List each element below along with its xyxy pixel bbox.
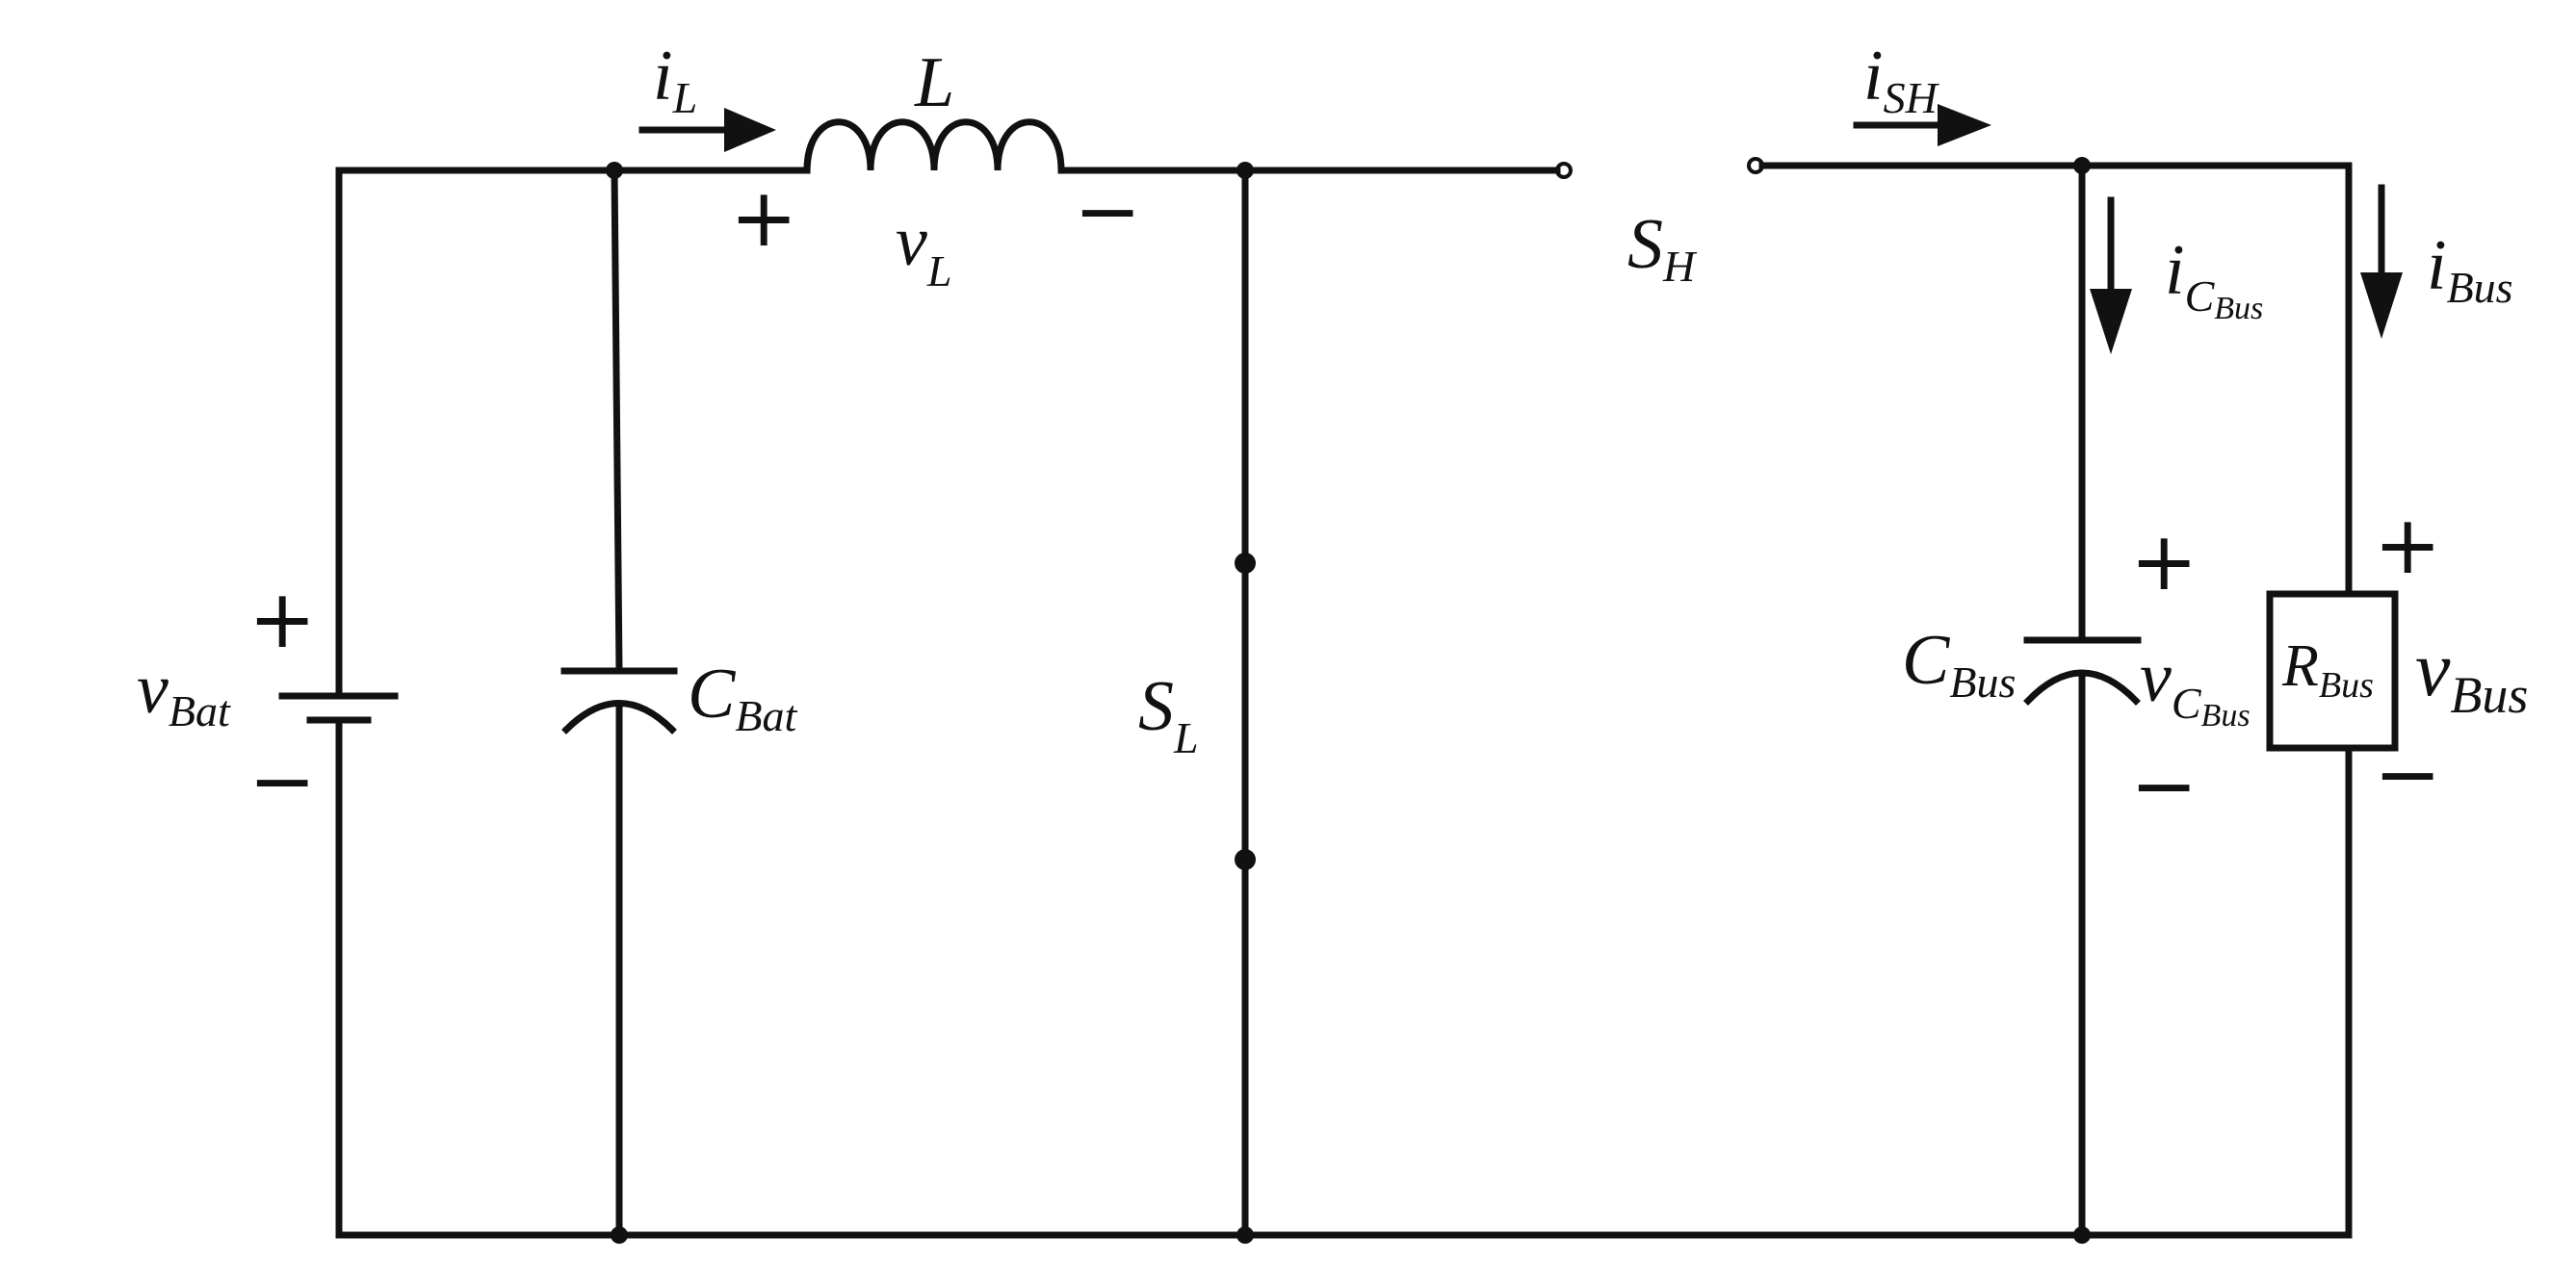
inductor-current-label: iL — [653, 37, 697, 122]
battery-minus-sign: − — [248, 734, 316, 828]
inductor-name-label: L — [914, 43, 954, 122]
low-switch-symbol — [1235, 553, 1256, 870]
current-arrows — [638, 104, 2403, 354]
bus-resistor-symbol — [2266, 590, 2399, 752]
low-switch-label: SL — [1138, 667, 1199, 762]
cbus-current-label: iCBus — [2165, 231, 2263, 326]
cbat-name-label: CBat — [688, 655, 797, 740]
inductor-symbol — [803, 118, 1070, 174]
sh-terminal-right — [1747, 157, 1764, 174]
wire-cbat-top — [611, 167, 623, 675]
inductor-voltage-label: vL — [896, 202, 951, 296]
rbus-body — [2266, 590, 2399, 752]
inductor-coil — [803, 118, 1070, 174]
junction-dot — [611, 1226, 628, 1244]
junction-dot — [2073, 1226, 2091, 1244]
rbus-current-label: iBus — [2427, 226, 2513, 312]
sl-terminal-top — [1235, 553, 1256, 574]
ish-arrow-head — [1938, 104, 1991, 146]
cbus-plus-sign: + — [2130, 514, 2198, 608]
bus-capacitor-symbol — [2023, 636, 2142, 706]
inductor-plus-sign: + — [730, 170, 797, 265]
rbus-plus-sign: + — [2374, 498, 2441, 592]
cbus-curved-plate — [2023, 669, 2141, 706]
sl-terminal-bottom — [1235, 849, 1256, 870]
inductor-minus-sign: − — [1074, 164, 1141, 258]
cbat-curved-plate — [561, 700, 677, 734]
battery-voltage-label: vBat — [137, 650, 231, 735]
wires — [335, 162, 2353, 1239]
junction-dot — [606, 162, 623, 179]
high-switch-label: SH — [1627, 205, 1698, 291]
cbus-name-label: CBus — [1902, 621, 2016, 707]
rbus-name-label: RBus — [2281, 633, 2374, 706]
ibus-arrow-head — [2360, 272, 2403, 339]
cbus-voltage-label: vCBus — [2140, 638, 2251, 734]
sh-terminal-left — [1555, 162, 1573, 179]
high-switch-current-label: iSH — [1863, 37, 1940, 122]
rbus-minus-sign: − — [2374, 727, 2441, 821]
battery-plus-sign: + — [248, 572, 316, 666]
rbus-voltage-label: vBus — [2415, 625, 2528, 724]
battery-symbol — [278, 692, 399, 724]
junction-dot — [1236, 1226, 1254, 1244]
junction-dot — [2073, 157, 2091, 174]
il-arrow-head — [724, 108, 776, 152]
junction-dots — [606, 157, 2091, 1244]
icbus-arrow-head — [2090, 289, 2132, 354]
battery-capacitor-symbol — [560, 667, 678, 734]
cbus-minus-sign: − — [2130, 738, 2198, 833]
high-switch-symbol — [1062, 157, 1764, 179]
